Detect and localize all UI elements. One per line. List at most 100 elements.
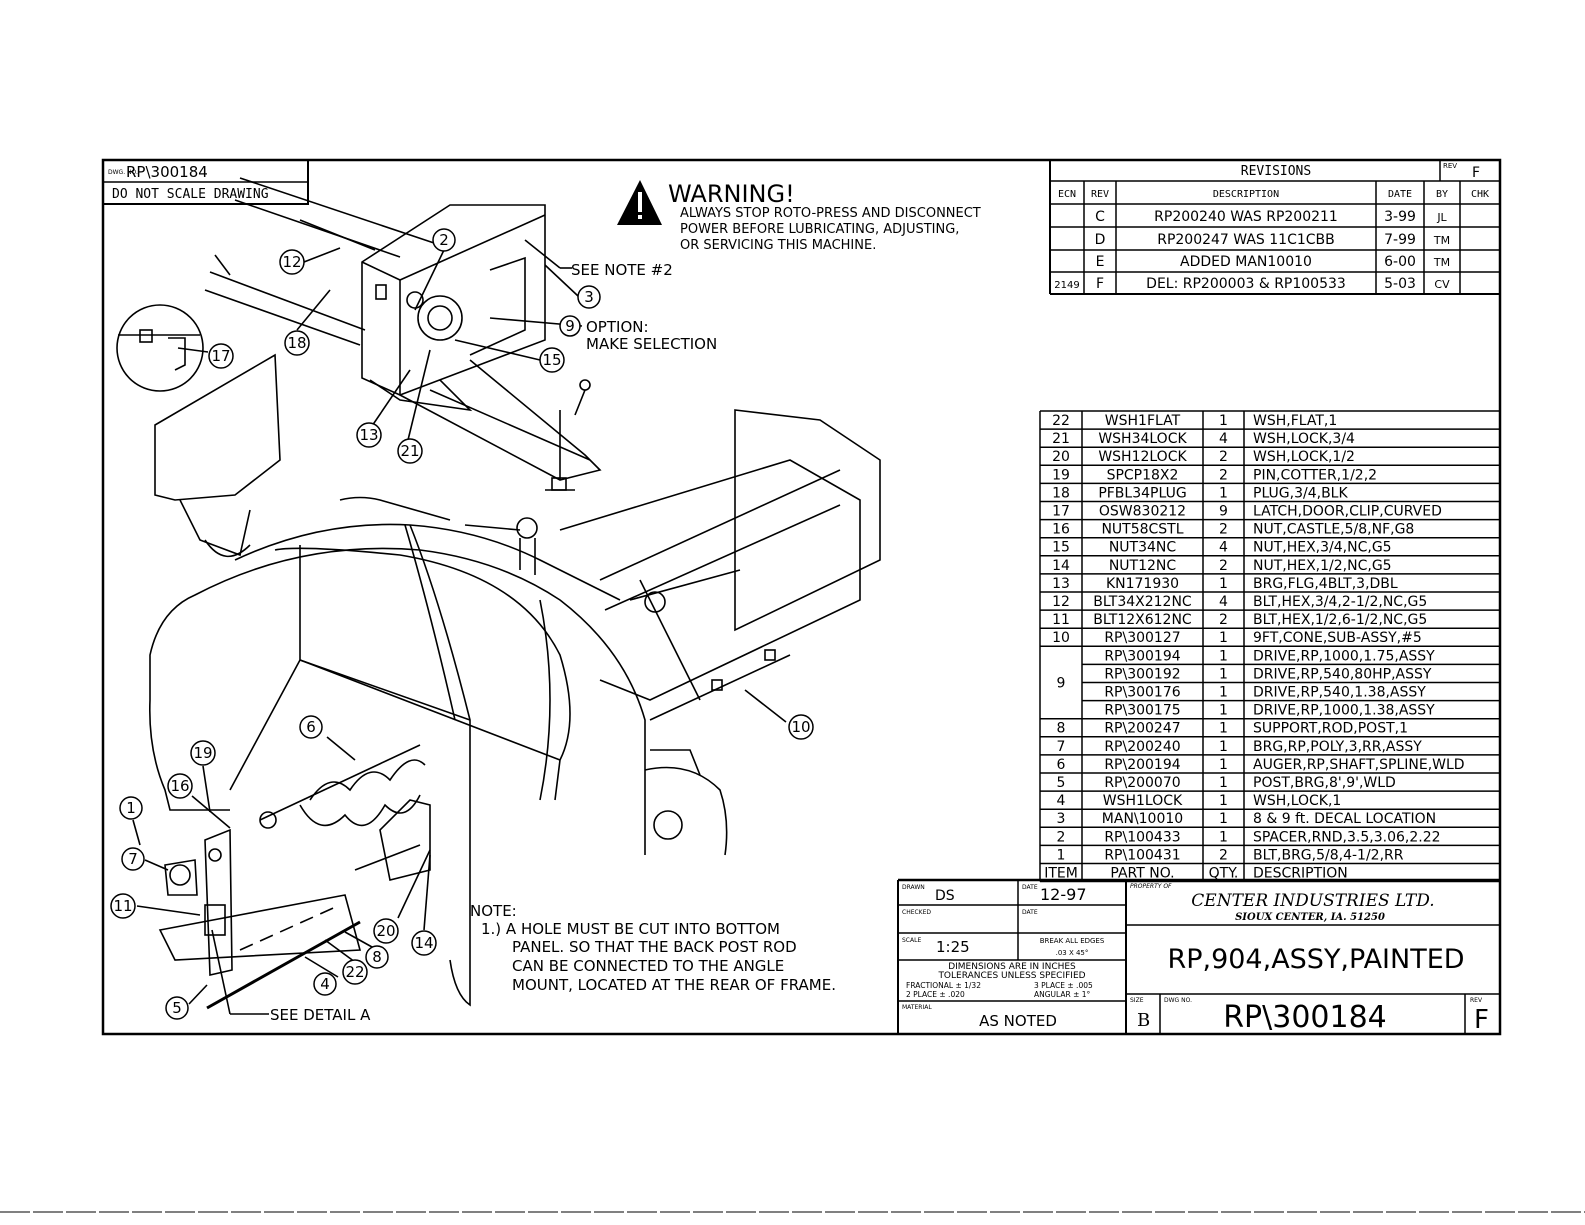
bom-part-no: RP\300175 [1104,703,1180,719]
svg-text:17: 17 [211,347,230,365]
bom-qty: 2 [1219,612,1228,628]
make-selection-text: MAKE SELECTION [586,335,717,353]
option-text: OPTION: [586,318,649,336]
balloon-13: 13 [356,422,382,448]
date-label: DATE [1022,884,1038,891]
warning-triangle-icon [617,180,662,225]
bom-description: SPACER,RND,3.5,3.06,2.22 [1253,829,1441,845]
svg-text:13: 13 [359,426,378,444]
warning-line-2: POWER BEFORE LUBRICATING, ADJUSTING, [680,222,959,237]
bom-item-6: 6 [1057,757,1066,773]
note-heading: NOTE: [470,902,517,920]
bom-qty: 1 [1219,829,1228,845]
bom-qty: 2 [1219,522,1228,538]
bom-description: WSH,LOCK,1 [1253,793,1341,809]
bom-qty: 2 [1219,467,1228,483]
bom-item-13: 13 [1052,576,1070,592]
bom-part-no: WSH34LOCK [1098,431,1187,447]
revisions-title: REVISIONS [1241,164,1311,179]
sheet-border [101,158,1502,1036]
bom-part-no: RP\100431 [1104,847,1180,863]
bom-item-8: 8 [1057,721,1066,737]
bom-qty: 2 [1219,558,1228,574]
svg-text:20: 20 [376,922,395,940]
bom-description: BLT,BRG,5/8,4-1/2,RR [1253,847,1404,863]
bom-qty: 1 [1219,413,1228,429]
svg-text:18: 18 [287,334,306,352]
bom-part-no: MAN\10010 [1102,811,1183,827]
svg-text:4: 4 [320,975,330,993]
svg-text:5-03: 5-03 [1384,276,1416,292]
side-panel [154,353,281,501]
bom-part-no: RP\200247 [1104,721,1180,737]
break-edges-value: .03 X 45° [1056,949,1089,957]
balloon-16: 16 [167,773,193,799]
svg-text:3-99: 3-99 [1384,209,1416,225]
svg-text:14: 14 [414,934,433,952]
detail-a-circle [116,304,204,392]
bom-part-no: WSH1LOCK [1103,793,1183,809]
warning-title: WARNING! [668,180,795,208]
svg-text:8: 8 [372,948,382,966]
break-edges-text: BREAK ALL EDGES [1040,937,1105,945]
bom-qty: 4 [1219,540,1228,556]
bom-qty: 1 [1219,685,1228,701]
bom-qty: 1 [1219,485,1228,501]
svg-text:7: 7 [128,850,138,868]
balloon-5: 5 [165,996,189,1020]
bom-part-no: NUT34NC [1109,540,1177,556]
balloon-7: 7 [121,847,145,871]
bom-description: NUT,HEX,1/2,NC,G5 [1253,558,1392,574]
svg-text:10: 10 [791,718,810,736]
svg-text:2: 2 [439,231,449,249]
svg-text:ECN: ECN [1058,189,1076,200]
bom-description: BLT,HEX,1/2,6-1/2,NC,G5 [1253,612,1427,628]
bom-part-no: SPCP18X2 [1107,467,1179,483]
scale-label: SCALE [902,937,921,944]
svg-text:E: E [1096,254,1105,270]
bom-part-no: OSW830212 [1099,504,1186,520]
bom-item-15: 15 [1052,540,1070,556]
bom-part-no: RP\100433 [1104,829,1180,845]
bom-qty: 1 [1219,630,1228,646]
bom-description: DRIVE,RP,1000,1.38,ASSY [1253,703,1435,719]
bom-item-10: 10 [1052,630,1070,646]
bom-description: WSH,LOCK,1/2 [1253,449,1355,465]
item-balloons: 2 12 3 9 18 17 15 13 21 10 6 19 16 1 7 1… [110,228,814,1020]
bom-description: DRIVE,RP,540,80HP,ASSY [1253,666,1432,682]
hopper-hood [149,547,646,855]
bom-header-part-no: PART NO. [1110,866,1174,882]
note-line-1: 1.) A HOLE MUST BE CUT INTO BOTTOM [481,920,780,938]
svg-text:5: 5 [172,999,182,1017]
svg-text:CV: CV [1434,278,1450,291]
note-block: NOTE: 1.) A HOLE MUST BE CUT INTO BOTTOM… [470,902,836,994]
svg-text:15: 15 [542,351,561,369]
drawn-value: DS [935,888,955,904]
bom-description: AUGER,RP,SHAFT,SPLINE,WLD [1253,757,1465,773]
bom-item-5: 5 [1057,775,1066,791]
svg-text:BY: BY [1436,189,1448,200]
svg-text:TM: TM [1433,256,1450,269]
bom-part-no: RP\300176 [1104,685,1180,701]
bom-item-12: 12 [1052,594,1070,610]
svg-text:DATE: DATE [1388,189,1412,200]
drawn-label: DRAWN [902,884,925,891]
bearing-post [204,828,233,976]
bom-description: POST,BRG,8',9',WLD [1253,775,1396,791]
revision-row-1: C RP200240 WAS RP200211 3-99 JL [1095,209,1447,225]
balloon-19: 19 [190,740,216,766]
svg-text:RP200247 WAS 11C1CBB: RP200247 WAS 11C1CBB [1157,232,1335,248]
svg-text:7-99: 7-99 [1384,232,1416,248]
balloon-22: 22 [342,959,368,985]
bom-qty: 9 [1219,504,1228,520]
bom-item-1: 1 [1057,847,1066,863]
svg-text:REV: REV [1091,189,1109,200]
svg-text:ADDED MAN10010: ADDED MAN10010 [1180,254,1312,270]
balloon-3: 3 [577,285,601,309]
bom-header-qty: QTY. [1209,866,1239,882]
bom-description: BRG,FLG,4BLT,3,DBL [1253,576,1398,592]
svg-text:6: 6 [306,718,316,736]
bom-qty: 1 [1219,775,1228,791]
bom-description: SUPPORT,ROD,POST,1 [1253,721,1408,737]
